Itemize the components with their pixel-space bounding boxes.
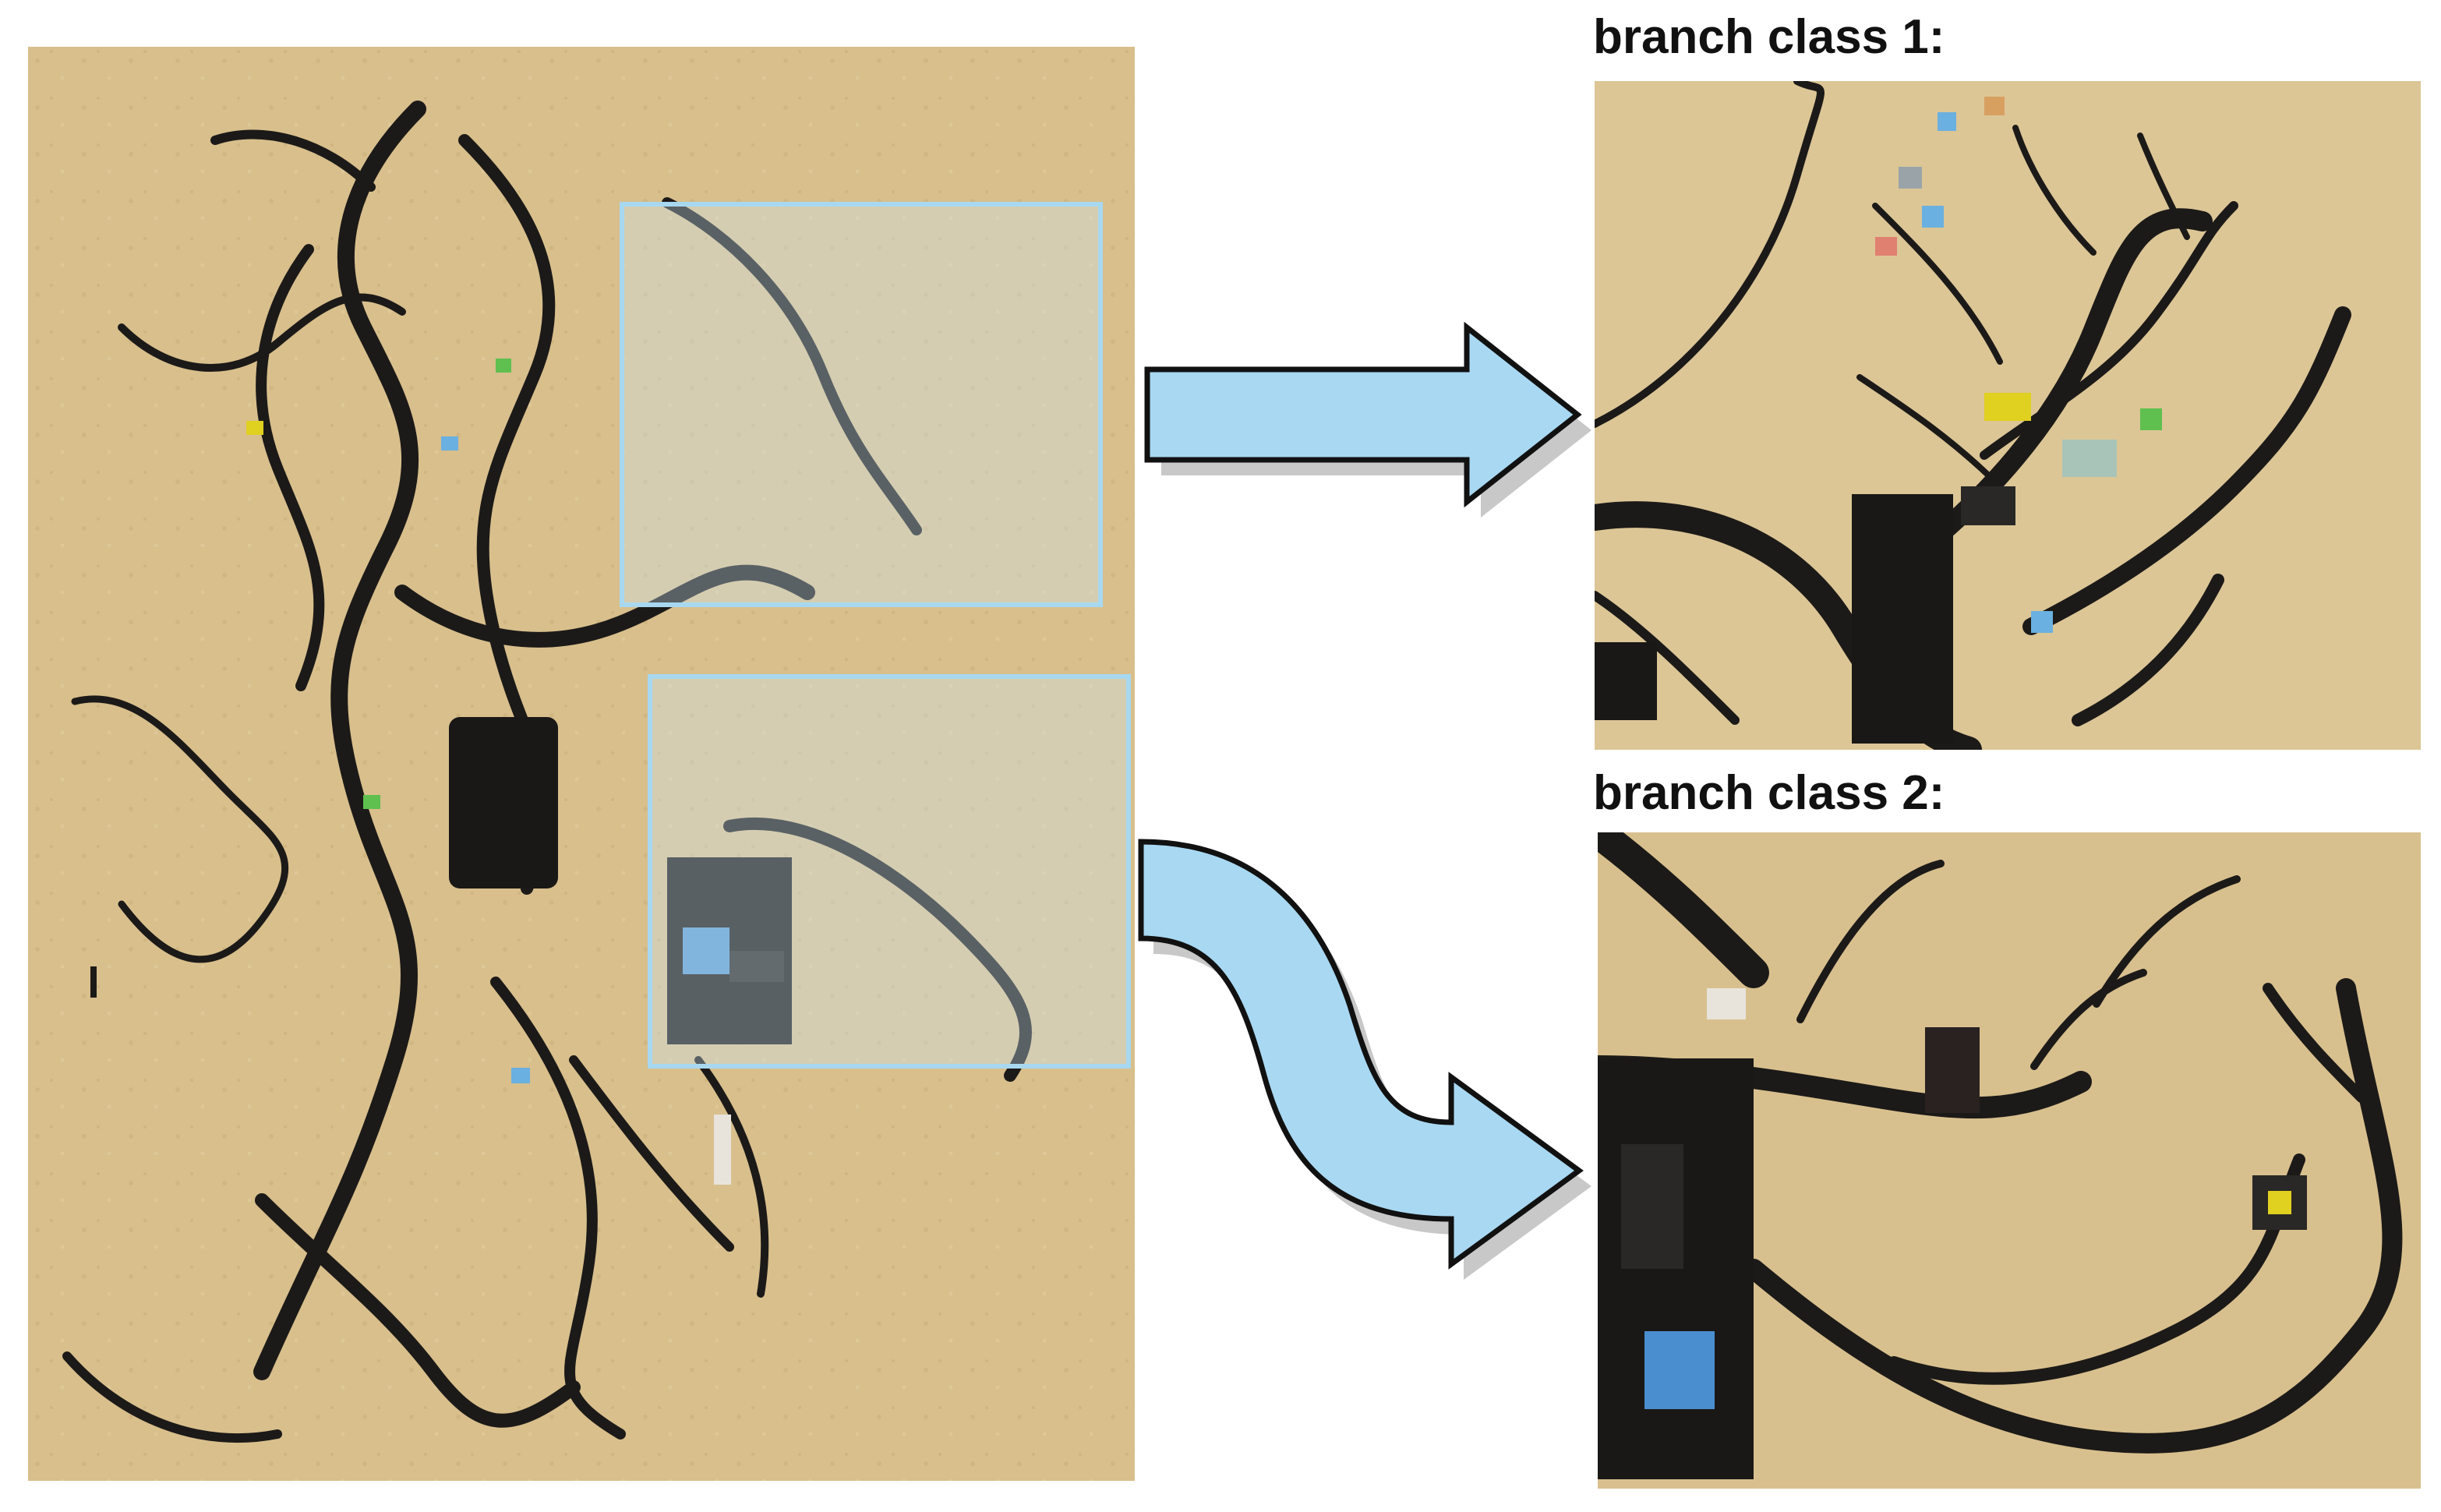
branch-class-1-photo (1595, 81, 2421, 750)
branch-class-1-label: branch class 1: (1593, 10, 1945, 64)
straight-right-arrow-icon (1144, 321, 1582, 508)
branch-class-2-photo (1598, 832, 2421, 1489)
highlight-box-branch-1 (620, 202, 1103, 607)
curved-down-right-arrow-icon (1138, 839, 1584, 1270)
branch-class-2-label: branch class 2: (1593, 766, 1945, 820)
highlight-box-branch-2 (648, 674, 1131, 1069)
full-harness-photo (28, 47, 1135, 1481)
